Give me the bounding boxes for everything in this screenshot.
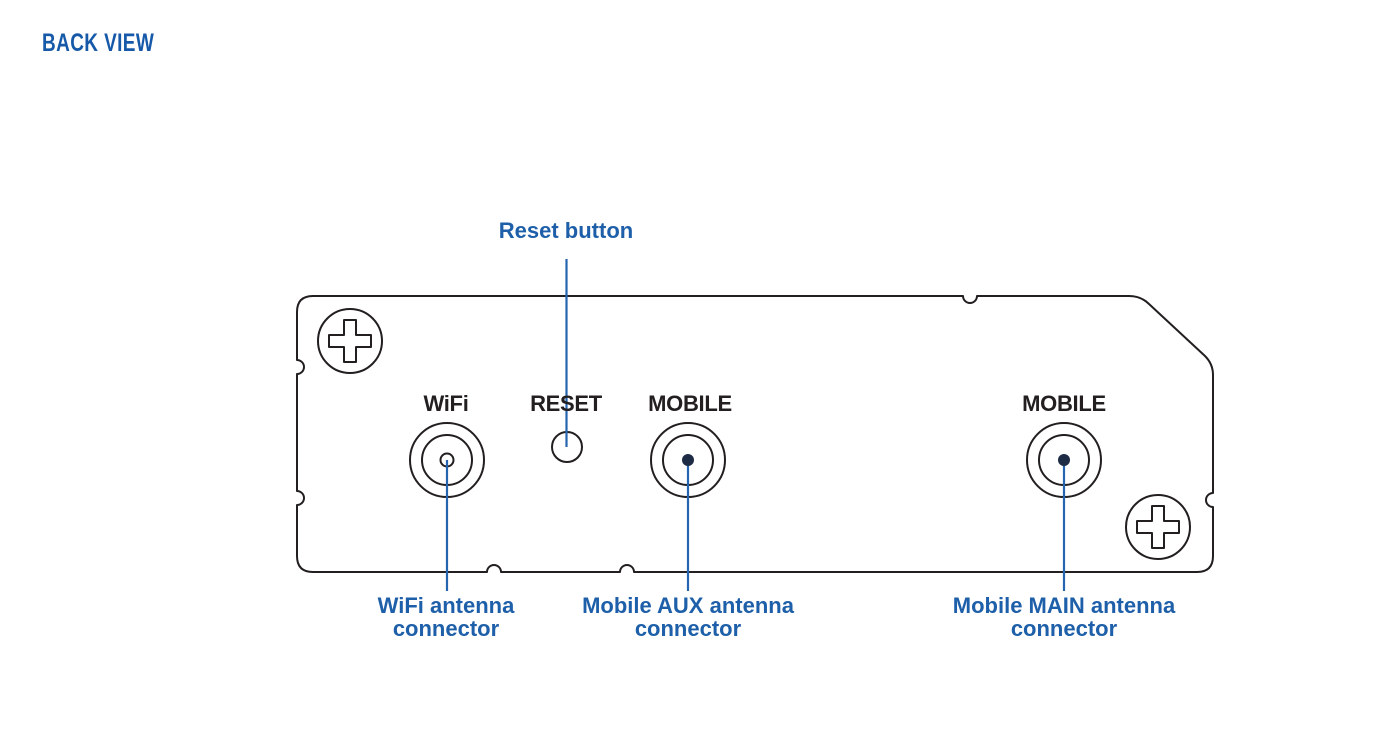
callout-wifi-antenna-connector: WiFi antenna connector	[377, 593, 515, 641]
panel-label-wifi: WiFi	[423, 391, 469, 416]
screw-icon-bottom-right	[1125, 494, 1191, 560]
panel-label-reset: RESET	[530, 391, 602, 416]
mobile-aux-center-pin	[682, 454, 694, 466]
callout-reset-button: Reset button	[498, 218, 634, 243]
mobile-main-center-pin	[1058, 454, 1070, 466]
phillips-cross-icon	[328, 319, 372, 363]
phillips-cross-icon	[1136, 505, 1180, 549]
device-panel-outline	[296, 295, 1214, 573]
callout-mobile-main-antenna-connector: Mobile MAIN antenna connector	[952, 593, 1176, 641]
screw-icon-top-left	[317, 308, 383, 374]
callout-mobile-aux-antenna-connector: Mobile AUX antenna connector	[582, 593, 794, 641]
page-title: BACK VIEW	[42, 29, 190, 58]
panel-label-mobile-aux: MOBILE	[648, 391, 732, 416]
panel-label-mobile-main: MOBILE	[1022, 391, 1106, 416]
page-title-text: BACK VIEW	[42, 29, 155, 57]
